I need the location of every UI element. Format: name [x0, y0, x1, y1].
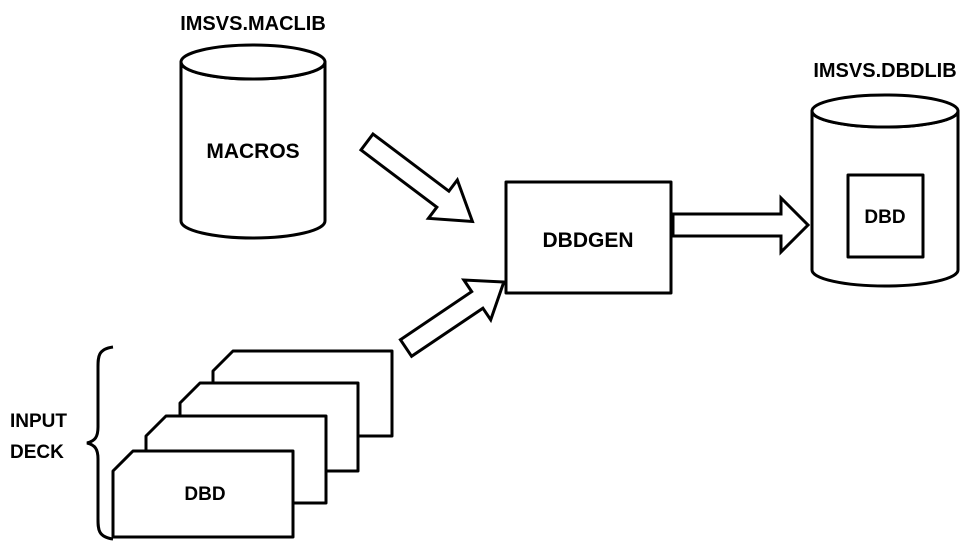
- arrow-dbdgen-to-dbdlib: [673, 198, 808, 252]
- input-deck-brace: [87, 347, 113, 539]
- input-deck-label-line2: DECK: [10, 442, 64, 463]
- dbdgen-label: DBDGEN: [542, 229, 633, 252]
- maclib-content-label: MACROS: [206, 140, 299, 163]
- arrow-deck-to-dbdgen: [393, 262, 518, 368]
- input-deck-label-line1: INPUT: [10, 411, 67, 432]
- arrow-macros-to-dbdgen: [353, 123, 487, 241]
- deck-card-label: DBD: [184, 484, 225, 505]
- dbd-member-label: DBD: [864, 207, 905, 228]
- input-deck: [113, 351, 392, 537]
- dbdlib-title: IMSVS.DBDLIB: [813, 60, 956, 82]
- maclib-title: IMSVS.MACLIB: [180, 13, 326, 35]
